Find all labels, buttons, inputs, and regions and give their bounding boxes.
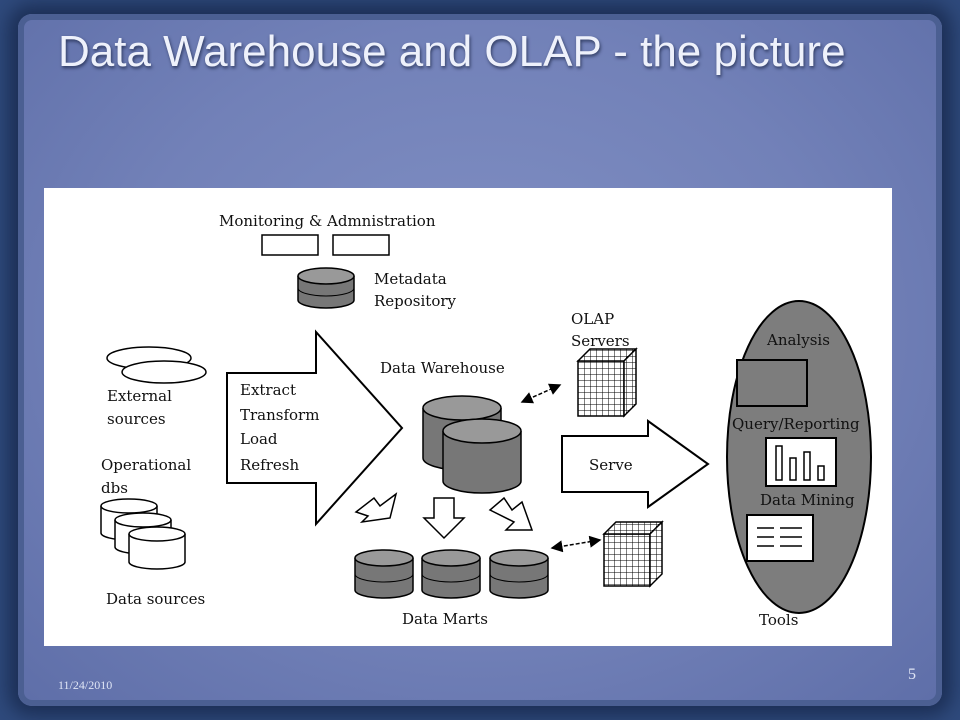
operational-db-icon-3	[128, 526, 186, 570]
external-sources-label-2: sources	[107, 410, 166, 428]
olap-warehouse-link	[520, 383, 562, 404]
metadata-repository-icon	[297, 267, 355, 309]
data-sources-label: Data sources	[106, 590, 205, 608]
olap-cube-icon-2	[602, 520, 664, 588]
diagram-panel: Monitoring & Admnistration Metadata Repo…	[44, 188, 892, 646]
external-sources-label-1: External	[107, 387, 172, 405]
monitoring-label: Monitoring & Admnistration	[219, 212, 436, 230]
etl-load-label: Load	[240, 430, 278, 448]
analysis-screen-icon	[736, 359, 808, 407]
data-warehouse-icon	[422, 395, 522, 494]
down-arrow-center-icon	[422, 497, 466, 540]
down-arrow-right-icon	[488, 496, 534, 531]
slide-title: Data Warehouse and OLAP - the picture	[58, 27, 846, 76]
etl-arrow-icon	[226, 329, 404, 527]
data-mart-icon-3	[489, 549, 549, 599]
metadata-label-2: Repository	[374, 292, 457, 310]
etl-refresh-label: Refresh	[240, 456, 299, 474]
olap-servers-label-1: OLAP	[571, 310, 614, 328]
document-icon	[746, 514, 814, 562]
operational-dbs-label-1: Operational	[101, 456, 191, 474]
etl-extract-label: Extract	[240, 381, 296, 399]
slide-date: 11/24/2010	[58, 678, 113, 692]
data-mart-icon-2	[421, 549, 481, 599]
olap-cube-icon-1	[576, 347, 638, 418]
data-mart-icon-1	[354, 549, 414, 599]
external-source-disk-2	[121, 360, 207, 384]
serve-label: Serve	[589, 456, 633, 474]
page-number: 5	[908, 666, 916, 683]
data-marts-label: Data Marts	[402, 610, 488, 628]
query-reporting-label: Query/Reporting	[732, 415, 860, 433]
bar-chart-icon	[765, 437, 837, 487]
tools-label: Tools	[759, 611, 798, 629]
data-mining-label: Data Mining	[760, 491, 855, 509]
olap-datamart-link	[550, 535, 602, 553]
metadata-label-1: Metadata	[374, 270, 447, 288]
analysis-label: Analysis	[766, 331, 830, 349]
down-arrow-left-icon	[354, 492, 398, 524]
monitoring-box-2	[332, 234, 390, 256]
operational-dbs-label-2: dbs	[101, 479, 128, 497]
olap-servers-label-2: Servers	[571, 332, 630, 350]
serve-arrow-icon	[561, 419, 710, 509]
data-warehouse-label: Data Warehouse	[380, 359, 505, 377]
etl-transform-label: Transform	[240, 406, 319, 424]
monitoring-box-1	[261, 234, 319, 256]
architecture-diagram: Monitoring & Admnistration Metadata Repo…	[100, 212, 872, 629]
